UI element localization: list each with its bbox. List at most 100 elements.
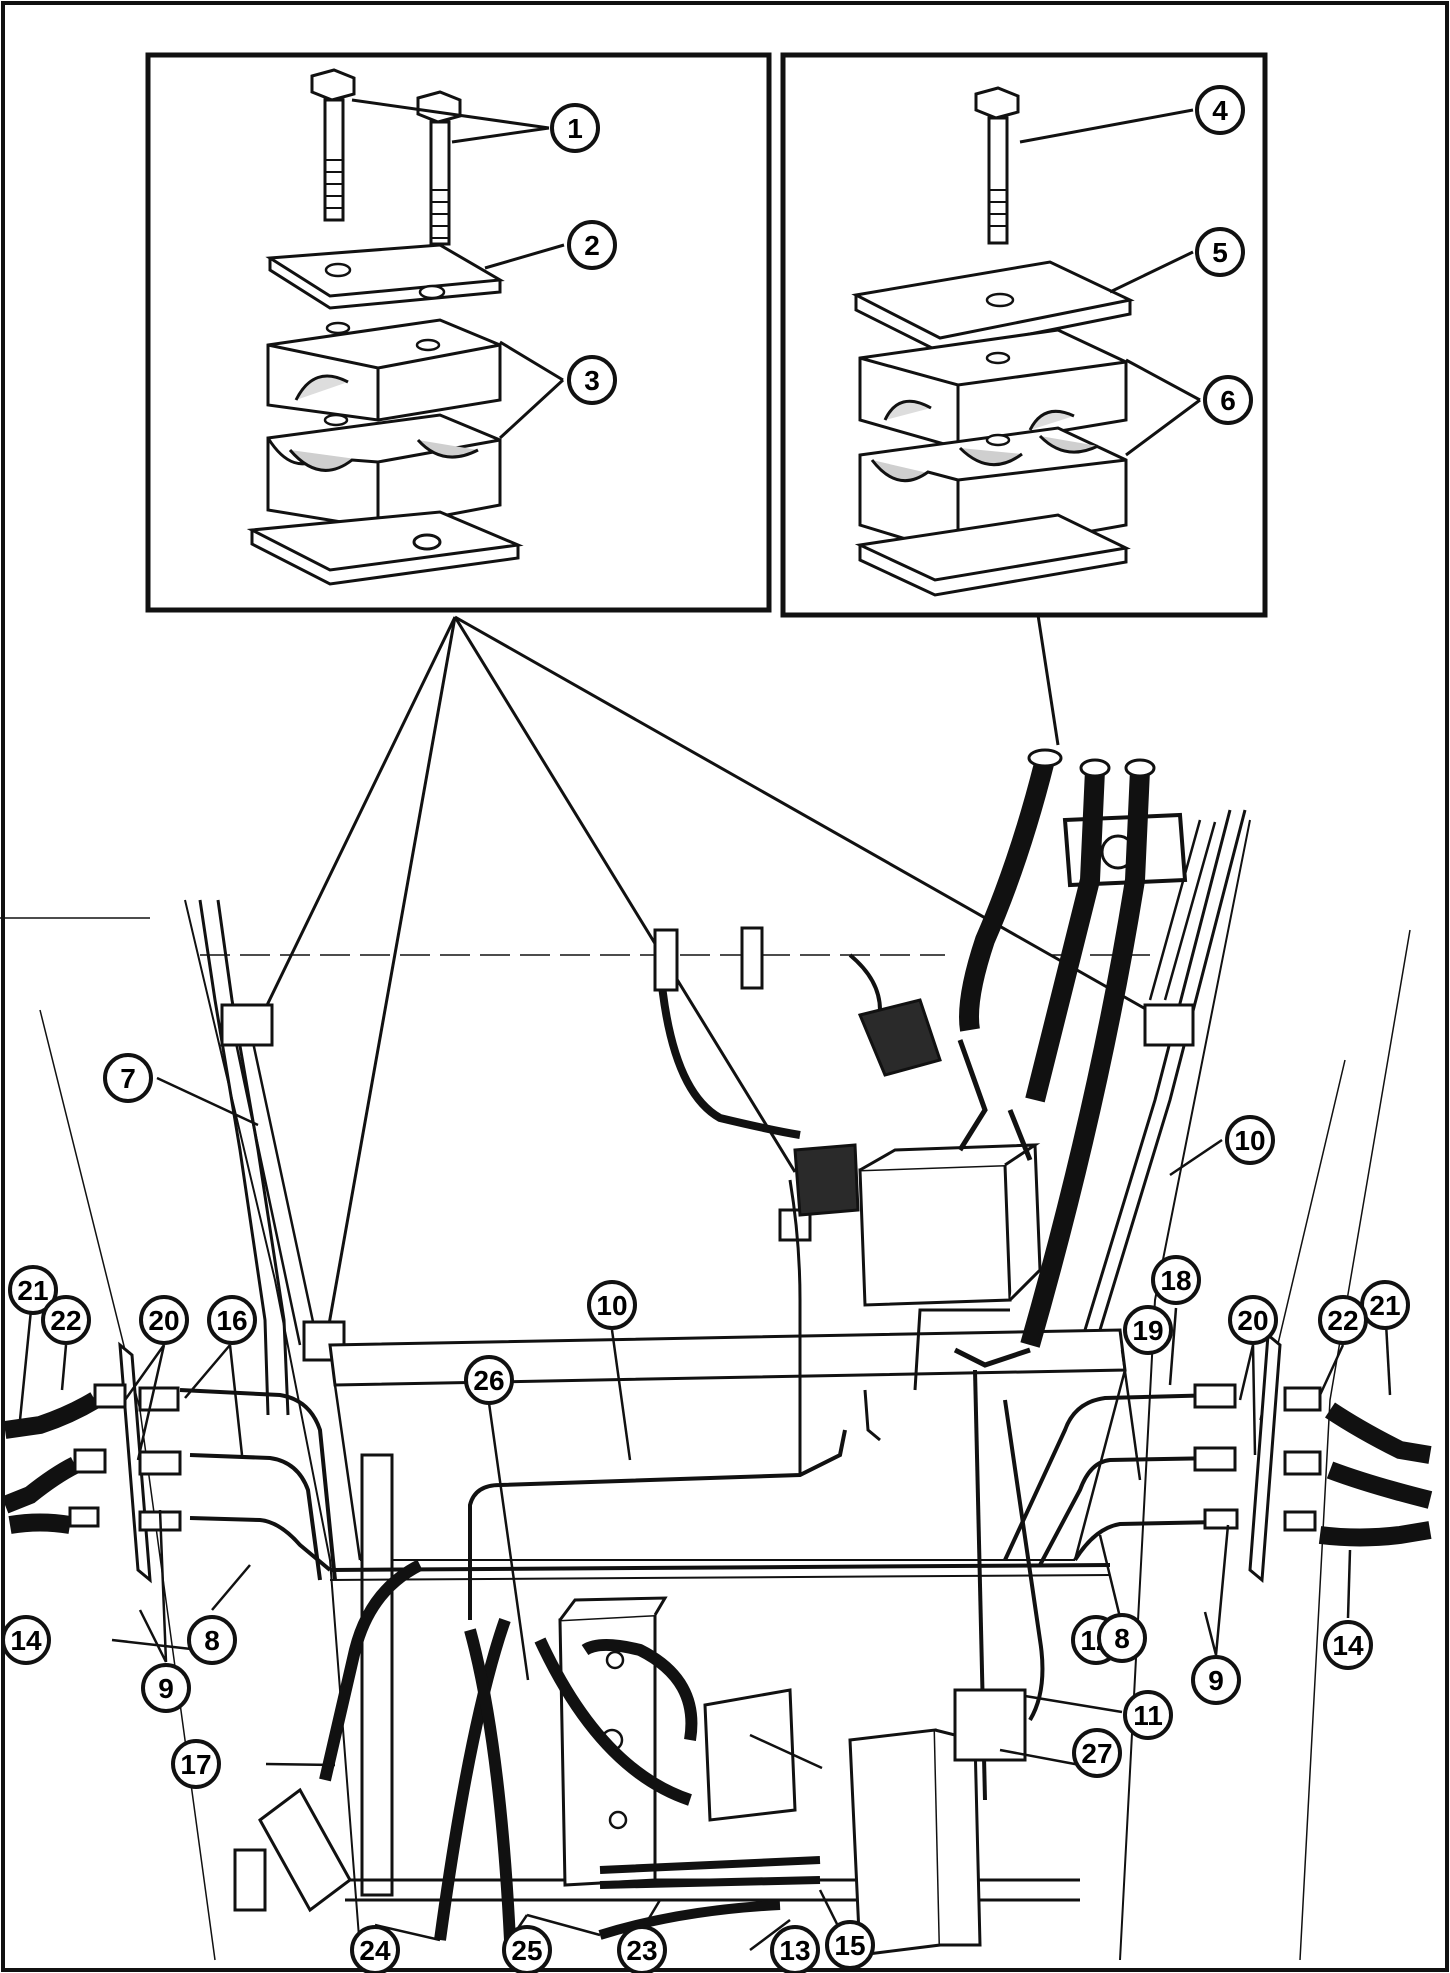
callout-22: 22 xyxy=(41,1295,91,1345)
callout-27: 27 xyxy=(1072,1728,1122,1778)
hose-21-right-b xyxy=(1326,1461,1433,1509)
callout-20: 20 xyxy=(1228,1295,1278,1345)
callout-label: 10 xyxy=(1234,1125,1265,1156)
callout-label: 20 xyxy=(148,1305,179,1336)
callout-label: 21 xyxy=(1369,1290,1400,1321)
callout-5: 5 xyxy=(1195,227,1245,277)
callout-label: 14 xyxy=(1332,1630,1364,1661)
callout-2: 2 xyxy=(567,220,617,270)
callout-4: 4 xyxy=(1195,85,1245,135)
callout-label: 13 xyxy=(779,1935,810,1966)
callout-label: 18 xyxy=(1160,1265,1191,1296)
callout-14: 14 xyxy=(1323,1620,1373,1670)
callout-label: 3 xyxy=(584,365,600,396)
callout-leaders xyxy=(18,1076,1392,1951)
hose-22-left xyxy=(8,1513,72,1534)
callout-label: 8 xyxy=(1114,1623,1130,1654)
solenoid-coil xyxy=(793,1143,860,1217)
hose-21-left-b xyxy=(1,1456,80,1514)
callout-9: 9 xyxy=(1191,1655,1241,1705)
bulkhead-right xyxy=(1248,1331,1282,1584)
callout-10: 10 xyxy=(1225,1115,1275,1165)
callout-23: 23 xyxy=(617,1925,667,1973)
solenoid-valve xyxy=(858,1163,1012,1307)
callout-label: 21 xyxy=(17,1275,48,1306)
cylinder xyxy=(258,1787,352,1913)
hose-21-left-a xyxy=(3,1392,100,1439)
detail-leaders xyxy=(253,614,1166,1331)
tube-8-right xyxy=(1073,1520,1221,1562)
detail-box-left xyxy=(145,52,772,613)
callout-22: 22 xyxy=(1318,1295,1368,1345)
callout-21: 21 xyxy=(8,1265,58,1315)
callout-1: 1 xyxy=(550,103,600,153)
callout-label: 27 xyxy=(1081,1738,1112,1769)
callout-label: 22 xyxy=(50,1305,81,1336)
callout-label: 17 xyxy=(180,1749,211,1780)
bolt-4 xyxy=(974,86,1020,245)
tube-18 xyxy=(1003,1393,1221,1561)
hose-14-right xyxy=(1318,1521,1432,1547)
tube-10 xyxy=(468,1429,847,1620)
callout-label: 8 xyxy=(204,1625,220,1656)
hose-17 xyxy=(319,1559,423,1782)
callout-label: 25 xyxy=(511,1935,542,1966)
bolt-1a xyxy=(310,68,356,222)
callout-10: 10 xyxy=(587,1280,637,1330)
callout-7: 7 xyxy=(103,1053,153,1103)
tube-16b xyxy=(189,1453,322,1581)
main-assembly xyxy=(0,748,1433,1961)
callout-label: 24 xyxy=(359,1935,391,1966)
callout-label: 14 xyxy=(10,1625,42,1656)
callout-label: 16 xyxy=(216,1305,247,1336)
callout-label: 1 xyxy=(567,113,583,144)
hose-25 xyxy=(464,1628,516,1941)
callout-24: 24 xyxy=(350,1925,400,1973)
lower-block-3 xyxy=(266,413,502,530)
hose-21-right-a xyxy=(1325,1402,1432,1464)
callout-16: 16 xyxy=(207,1295,257,1345)
callout-label: 2 xyxy=(584,230,600,261)
callout-3: 3 xyxy=(567,355,617,405)
callout-6: 6 xyxy=(1203,375,1253,425)
callout-label: 11 xyxy=(1133,1700,1163,1731)
manifold-lower xyxy=(848,1728,942,1957)
upper-block-3 xyxy=(266,318,502,422)
callout-17: 17 xyxy=(171,1739,221,1789)
callout-15: 15 xyxy=(825,1920,875,1970)
callout-label: 9 xyxy=(158,1673,174,1704)
tube-11 xyxy=(1003,1399,1045,1722)
clamp-block-right-top xyxy=(1143,1003,1195,1047)
callout-label: 5 xyxy=(1212,237,1228,268)
callout-label: 4 xyxy=(1212,95,1228,126)
callout-20: 20 xyxy=(139,1295,189,1345)
callout-label: 23 xyxy=(626,1935,657,1966)
callout-8: 8 xyxy=(1097,1613,1147,1663)
tube-16a xyxy=(179,1388,337,1581)
callout-label: 22 xyxy=(1327,1305,1358,1336)
callout-label: 26 xyxy=(473,1365,504,1396)
callout-19: 19 xyxy=(1123,1305,1173,1355)
callout-label: 10 xyxy=(596,1290,627,1321)
callout-9: 9 xyxy=(141,1663,191,1713)
callout-21: 21 xyxy=(1360,1280,1410,1330)
callout-label: 9 xyxy=(1208,1665,1224,1696)
callout-26: 26 xyxy=(464,1355,514,1405)
callout-11: 11 xyxy=(1123,1690,1173,1740)
solenoid-coil-top xyxy=(857,998,942,1077)
callout-8: 8 xyxy=(187,1615,237,1665)
detail-box-right xyxy=(780,52,1268,618)
callout-14: 14 xyxy=(1,1615,51,1665)
callout-18: 18 xyxy=(1151,1255,1201,1305)
callout-label: 15 xyxy=(834,1930,865,1961)
callout-13: 13 xyxy=(770,1925,820,1973)
callout-25: 25 xyxy=(502,1925,552,1973)
valve-block-27 xyxy=(703,1688,797,1822)
callout-label: 6 xyxy=(1220,385,1236,416)
callout-label: 19 xyxy=(1132,1315,1163,1346)
tube-8-left xyxy=(189,1516,332,1572)
